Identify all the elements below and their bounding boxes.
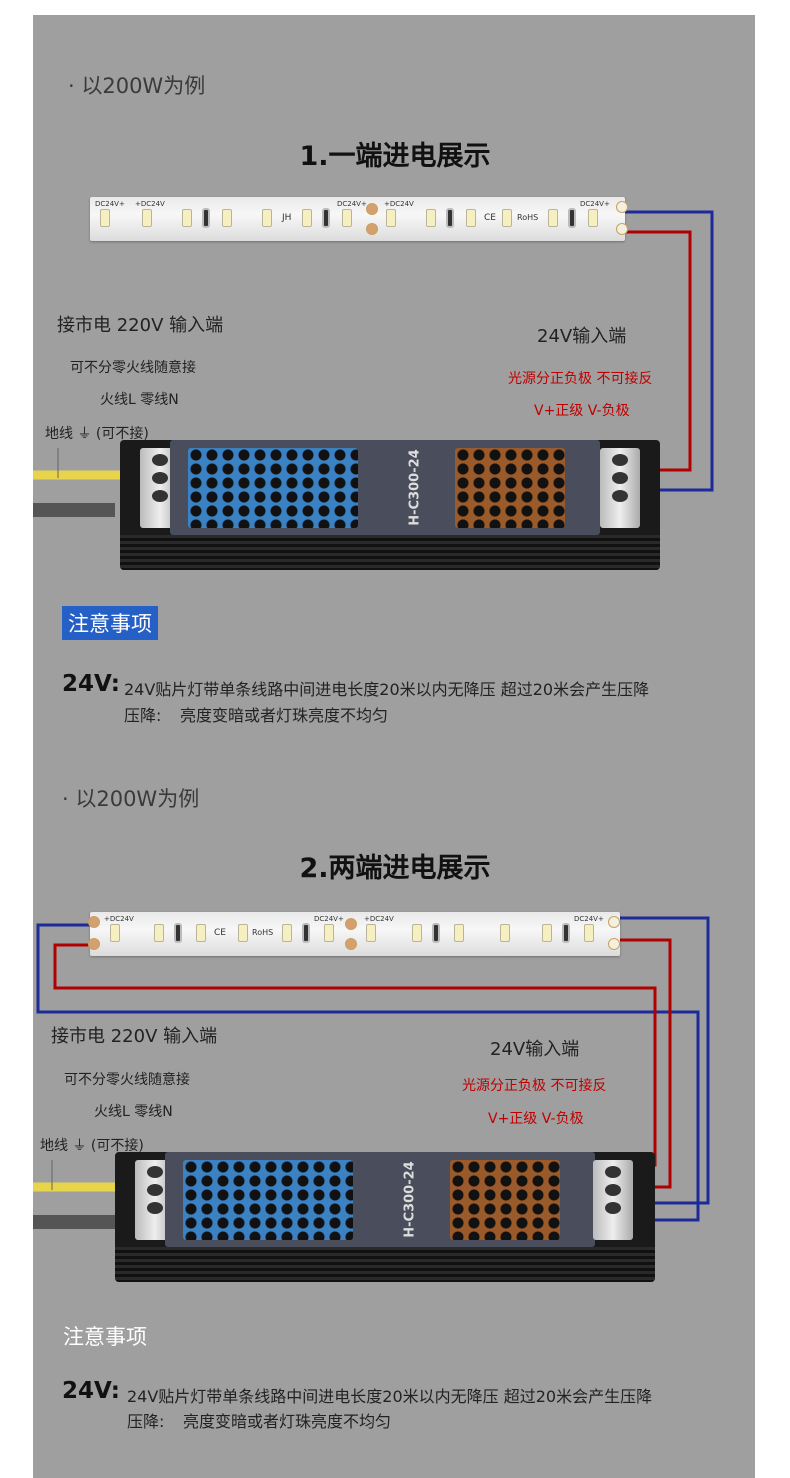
- dc-input-label: 24V输入端: [490, 1039, 580, 1060]
- led-driver: H-C300-24: [120, 440, 660, 570]
- polarity-label: V+正级 V-负极: [488, 1111, 584, 1127]
- strip-label: JH: [282, 213, 292, 223]
- notice-text: 24V贴片灯带单条线路中间进电长度20米以内无降压 超过20米会产生压降: [124, 680, 650, 699]
- led-strip: +DC24V CE RoHS DC24V+ +DC24V DC24V+: [88, 912, 620, 956]
- mains-note: 可不分零火线随意接: [70, 360, 196, 376]
- strip-label: DC24V+: [574, 915, 604, 923]
- example-label: · 以200W为例: [68, 74, 206, 98]
- mains-input-label: 接市电 220V 输入端: [57, 315, 224, 336]
- strip-label: +DC24V: [364, 915, 394, 923]
- led-strip: DC24V+ +DC24V JH DC24V+ +DC24V CE RoHS D…: [90, 197, 628, 241]
- strip-label: DC24V+: [580, 200, 610, 208]
- live-neutral-label: 火线L 零线N: [100, 392, 179, 408]
- positive-wire: [600, 230, 692, 472]
- drop-text: 亮度变暗或者灯珠亮度不均匀: [183, 1412, 392, 1431]
- strip-label: CE: [214, 928, 226, 938]
- polarity-warning: 光源分正负极 不可接反: [462, 1078, 607, 1094]
- notice-title: 注意事项: [62, 606, 158, 640]
- live-neutral-label: 火线L 零线N: [94, 1104, 173, 1120]
- mains-input-label: 接市电 220V 输入端: [51, 1026, 218, 1047]
- driver-model: H-C300-24: [402, 1161, 418, 1238]
- strip-label: +DC24V: [135, 200, 165, 208]
- negative-wire-right: [612, 916, 710, 1205]
- strip-label: +DC24V: [384, 200, 414, 208]
- ground-label: 地线 ⏚ (可不接): [45, 426, 149, 442]
- positive-wire-right: [612, 938, 672, 1189]
- notice-text: 24V贴片灯带单条线路中间进电长度20米以内无降压 超过20米会产生压降: [127, 1387, 653, 1406]
- notice-title: 注意事项: [63, 1325, 147, 1349]
- example-label: · 以200W为例: [62, 787, 200, 811]
- drop-text: 亮度变暗或者灯珠亮度不均匀: [180, 706, 389, 725]
- strip-label: DC24V+: [337, 200, 367, 208]
- dc-input-label: 24V输入端: [537, 326, 627, 347]
- strip-label: RoHS: [517, 213, 539, 222]
- strip-label: CE: [484, 213, 496, 223]
- section-title: 1.一端进电展示: [299, 141, 491, 172]
- output-terminal: [600, 448, 640, 528]
- output-terminal: [593, 1160, 633, 1240]
- mains-note: 可不分零火线随意接: [64, 1072, 190, 1088]
- ground-label: 地线 ⏚ (可不接): [40, 1138, 144, 1154]
- led-driver: H-C300-24: [115, 1152, 655, 1282]
- strip-label: DC24V+: [314, 915, 344, 923]
- drop-label: 压降:: [127, 1412, 165, 1431]
- polarity-label: V+正级 V-负极: [534, 403, 630, 419]
- polarity-warning: 光源分正负极 不可接反: [508, 371, 653, 387]
- notice-voltage: 24V:: [62, 671, 120, 697]
- strip-label: DC24V+: [95, 200, 125, 208]
- strip-label: +DC24V: [104, 915, 134, 923]
- negative-wire-left: [36, 923, 700, 1222]
- notice-voltage: 24V:: [62, 1378, 120, 1404]
- drop-label: 压降:: [124, 706, 162, 725]
- section-title: 2.两端进电展示: [299, 853, 491, 884]
- driver-model: H-C300-24: [407, 449, 423, 526]
- strip-label: RoHS: [252, 928, 274, 937]
